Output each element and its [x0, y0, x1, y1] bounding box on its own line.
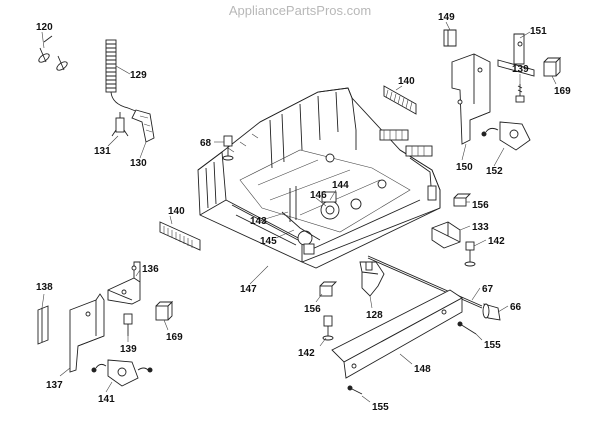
callout-129: 129 — [130, 70, 147, 81]
callout-67: 67 — [482, 284, 494, 295]
bracket-150-part — [451, 53, 491, 145]
callout-148: 148 — [414, 364, 431, 375]
callout-142-right: 142 — [488, 236, 505, 247]
callout-140-lower: 140 — [168, 206, 185, 217]
callout-120: 120 — [36, 22, 53, 33]
callout-130: 130 — [130, 158, 147, 169]
leader-lines — [41, 21, 557, 403]
leg-142-lower-part — [322, 315, 334, 341]
hinge-152-part — [481, 121, 531, 151]
cap-66-part — [482, 303, 501, 321]
callout-147: 147 — [240, 284, 257, 295]
panel-138-part — [37, 305, 49, 345]
spring-139-lower-part — [123, 313, 133, 336]
callout-139-lower: 139 — [120, 344, 137, 355]
callout-68: 68 — [200, 138, 212, 149]
fitting-part — [111, 112, 129, 137]
hose-elbow-part — [131, 109, 155, 143]
callout-150: 150 — [456, 162, 473, 173]
callout-144: 144 — [332, 180, 349, 191]
callout-143: 143 — [250, 216, 267, 227]
callout-146: 146 — [310, 190, 327, 201]
callout-169-lower: 169 — [166, 332, 183, 343]
callout-155-right: 155 — [484, 340, 501, 351]
rod-67-part — [367, 255, 483, 309]
watermark: AppliancePartsPros.com — [228, 3, 372, 18]
bracket-151-part — [497, 33, 535, 77]
callout-152: 152 — [486, 166, 503, 177]
callout-136: 136 — [142, 264, 159, 275]
callout-131: 131 — [94, 146, 111, 157]
callout-140-upper: 140 — [398, 76, 415, 87]
callout-133: 133 — [472, 222, 489, 233]
bracket-136-part — [107, 261, 141, 305]
clip-156-right-part — [453, 193, 472, 207]
bracket-133-part — [431, 221, 461, 249]
callout-138: 138 — [36, 282, 53, 293]
clip-pair-part — [38, 35, 68, 71]
callout-128: 128 — [366, 310, 383, 321]
callout-137: 137 — [46, 380, 63, 391]
callout-151: 151 — [530, 26, 547, 37]
bracket-149-part — [443, 29, 457, 47]
callout-141: 141 — [98, 394, 115, 405]
switch-169-lower-part — [155, 300, 174, 321]
leveling-leg-part — [222, 135, 234, 161]
kickplate-148-part — [331, 289, 463, 379]
leg-142-right-part — [464, 241, 476, 267]
callouts: 120 129 131 130 68 140 149 151 139 169 1… — [36, 12, 571, 413]
callout-142-lower: 142 — [298, 348, 315, 359]
heater-clip-upper-part — [383, 85, 417, 115]
callout-156-right: 156 — [472, 200, 489, 211]
heater-clip-lower-part — [159, 221, 201, 251]
screw-155-lower-part — [347, 385, 363, 395]
callout-169-upper: 169 — [554, 86, 571, 97]
float-switch-128-part — [359, 261, 385, 297]
clip-156-lower-part — [319, 281, 338, 297]
callout-145: 145 — [260, 236, 277, 247]
callout-139-upper: 139 — [512, 64, 529, 75]
callout-155-lower: 155 — [372, 402, 389, 413]
hinge-141-part — [91, 359, 153, 387]
base-assembly — [197, 87, 441, 269]
bracket-137-part — [69, 293, 105, 373]
screw-155-right-part — [457, 321, 477, 335]
callout-156-lower: 156 — [304, 304, 321, 315]
connector-block — [379, 129, 433, 157]
callout-66: 66 — [510, 302, 522, 313]
switch-169-upper-part — [543, 56, 562, 77]
callout-149: 149 — [438, 12, 455, 23]
spring-139-upper-part — [515, 84, 525, 103]
